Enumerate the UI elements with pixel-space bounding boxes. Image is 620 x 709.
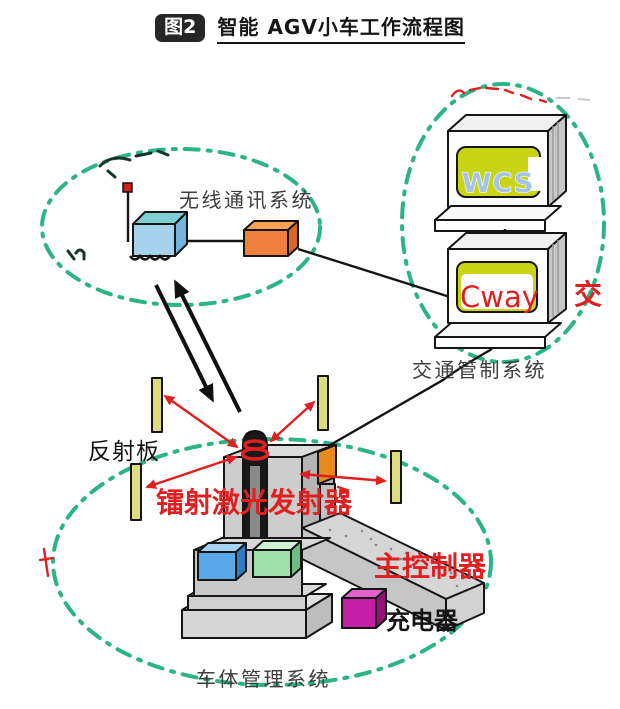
- cway-screen-text: Cway: [460, 280, 539, 314]
- laser-ring-icon: [240, 447, 270, 461]
- reflector-board: [130, 463, 142, 521]
- wcs-screen-text: WCS: [462, 168, 535, 199]
- cway-monitor: Cway: [434, 232, 567, 349]
- stray-scribbles: [38, 86, 591, 578]
- wireless-to-traffic-line: [297, 247, 451, 299]
- wireless-system-ellipse: [40, 147, 322, 307]
- agv-orange-panel: [317, 444, 337, 485]
- system-boundaries: [40, 82, 606, 687]
- stray-char: 交: [574, 278, 602, 311]
- reflector-label: 反射板: [88, 439, 160, 465]
- charger-cube: [341, 588, 387, 629]
- wcs-monitor: WCS: [434, 114, 567, 232]
- laser-beams: [145, 394, 387, 489]
- reflector-boards: [130, 375, 402, 521]
- transmitter-box-orange: [243, 220, 299, 257]
- reflector-board: [151, 377, 163, 433]
- agv-blue-module: [197, 542, 247, 581]
- figure-number-badge: 图2: [155, 13, 206, 42]
- reflector-board: [390, 450, 402, 504]
- wireless-comm-device: [122, 182, 451, 299]
- screen-glare: [528, 157, 545, 191]
- fork-beam: [301, 512, 485, 631]
- laser-emitter-label: 镭射激光发射器: [156, 486, 353, 519]
- receiver-box-blue: [129, 211, 188, 261]
- traffic-system-ellipse: [400, 82, 606, 364]
- antenna-tip: [122, 182, 133, 193]
- figure-title: 智能 AGV小车工作流程图: [217, 11, 465, 44]
- traffic-system-label: 交通管制系统: [412, 358, 547, 382]
- wireless-system-label: 无线通讯系统: [179, 188, 314, 212]
- laser-emitter-mast: [240, 430, 270, 553]
- vehicle-system-label: 车体管理系统: [196, 667, 331, 691]
- reflector-board: [317, 375, 329, 431]
- wireless-agv-arrows: [154, 279, 242, 413]
- figure-caption: 图2 智能 AGV小车工作流程图: [0, 11, 620, 44]
- main-controller-label: 主控制器: [374, 550, 487, 583]
- vehicle-system-ellipse: [51, 437, 493, 687]
- agv-green-module: [252, 540, 302, 578]
- charger-label: 充电器: [386, 607, 459, 635]
- traffic-to-agv-line: [317, 347, 493, 454]
